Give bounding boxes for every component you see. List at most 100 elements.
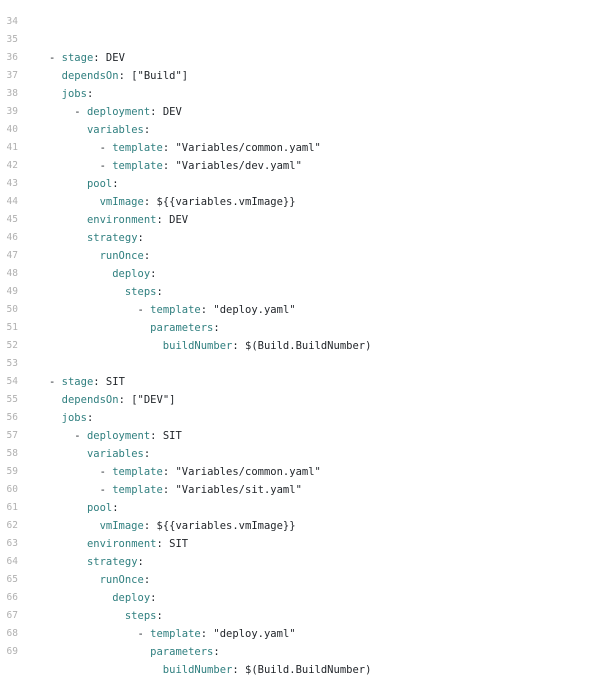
line-content: - template: "deploy.yaml" bbox=[49, 301, 296, 319]
line-content: parameters: bbox=[49, 319, 220, 337]
line-content: - stage: SIT bbox=[49, 373, 125, 391]
line-number: 50 bbox=[6, 304, 18, 315]
line-content: environment: DEV bbox=[49, 211, 188, 229]
line-number: 41 bbox=[6, 142, 18, 153]
line-content: deploy: bbox=[49, 589, 156, 607]
line-number: 45 bbox=[6, 214, 18, 225]
code-line: 54 dependsOn: ["DEV"] bbox=[0, 355, 605, 406]
key-separator: : bbox=[150, 106, 163, 118]
yaml-value: "Variables/common.yaml" bbox=[175, 466, 321, 478]
key-separator: : bbox=[143, 574, 151, 586]
line-content: strategy: bbox=[49, 229, 144, 247]
key-separator: : bbox=[86, 88, 94, 100]
yaml-key: buildNumber bbox=[162, 340, 233, 352]
yaml-value: "Variables/common.yaml" bbox=[175, 142, 321, 154]
line-content: steps: bbox=[49, 283, 163, 301]
code-line: 58 - template: "Variables/common.yaml" bbox=[0, 427, 605, 478]
line-number: 47 bbox=[6, 250, 18, 261]
line-content: variables: bbox=[49, 121, 150, 139]
yaml-key: steps bbox=[124, 286, 157, 298]
yaml-key: jobs bbox=[61, 412, 87, 424]
key-separator: : bbox=[162, 484, 176, 496]
key-separator: : bbox=[162, 160, 176, 172]
yaml-value: $(Build.BuildNumber) bbox=[245, 340, 372, 352]
key-separator: : bbox=[143, 448, 151, 460]
yaml-value: ${{variables.vmImage}} bbox=[156, 196, 296, 208]
yaml-key: parameters bbox=[150, 322, 214, 334]
code-line: 64 runOnce: bbox=[0, 535, 605, 586]
key-separator: : bbox=[162, 142, 176, 154]
code-line: 59 - template: "Variables/sit.yaml" bbox=[0, 445, 605, 496]
yaml-key: pool bbox=[86, 178, 113, 190]
key-separator: : bbox=[213, 646, 220, 658]
code-line: 69 buildNumber: $(Build.BuildNumber) bbox=[0, 625, 605, 676]
line-number: 66 bbox=[6, 592, 18, 603]
line-content: strategy: bbox=[49, 553, 144, 571]
key-separator: : bbox=[156, 538, 170, 550]
key-separator: : bbox=[112, 502, 119, 514]
line-content: dependsOn: ["DEV"] bbox=[49, 391, 176, 409]
yaml-value: SIT bbox=[162, 430, 182, 442]
list-dash: - bbox=[137, 304, 151, 316]
key-separator: : bbox=[162, 466, 176, 478]
key-separator: : bbox=[200, 304, 214, 316]
code-line: 65 deploy: bbox=[0, 553, 605, 604]
line-content: - deployment: DEV bbox=[49, 103, 182, 121]
yaml-value: SIT bbox=[169, 538, 189, 550]
line-number: 52 bbox=[6, 340, 18, 351]
line-number: 46 bbox=[6, 232, 18, 243]
key-separator: : bbox=[112, 178, 119, 190]
line-content: pool: bbox=[49, 175, 119, 193]
yaml-key: template bbox=[150, 628, 201, 640]
yaml-key: dependsOn bbox=[61, 70, 119, 82]
line-content: - template: "deploy.yaml" bbox=[49, 625, 296, 643]
key-separator: : bbox=[143, 250, 151, 262]
key-separator: : bbox=[86, 412, 94, 424]
code-line: 68 parameters: bbox=[0, 607, 605, 658]
yaml-key: variables bbox=[86, 448, 144, 460]
line-number: 69 bbox=[6, 646, 18, 657]
line-number: 65 bbox=[6, 574, 18, 585]
code-viewer: 34 35 - stage: DEV 36 dependsOn: ["Build… bbox=[0, 0, 605, 676]
list-dash: - bbox=[99, 142, 113, 154]
code-line: 34 bbox=[0, 0, 605, 27]
code-line: 39 variables: bbox=[0, 85, 605, 136]
line-number: 48 bbox=[6, 268, 18, 279]
list-dash: - bbox=[99, 466, 113, 478]
yaml-key: runOnce bbox=[99, 250, 144, 262]
code-line: 62 environment: SIT bbox=[0, 499, 605, 550]
code-line: 46 runOnce: bbox=[0, 211, 605, 262]
yaml-value: ${{variables.vmImage}} bbox=[156, 520, 296, 532]
yaml-key: runOnce bbox=[99, 574, 144, 586]
line-number: 60 bbox=[6, 484, 18, 495]
key-separator: : bbox=[150, 268, 157, 280]
code-line: 40 - template: "Variables/common.yaml" bbox=[0, 103, 605, 154]
line-number: 36 bbox=[6, 52, 18, 63]
yaml-key: environment bbox=[86, 538, 157, 550]
line-number: 37 bbox=[6, 70, 18, 81]
code-line: 60 pool: bbox=[0, 463, 605, 514]
line-number: 64 bbox=[6, 556, 18, 567]
line-content: buildNumber: $(Build.BuildNumber) bbox=[49, 337, 372, 355]
yaml-key: deployment bbox=[86, 106, 151, 118]
line-number: 58 bbox=[6, 448, 18, 459]
line-indent bbox=[49, 646, 150, 658]
yaml-key: strategy bbox=[86, 556, 138, 568]
line-number: 62 bbox=[6, 520, 18, 531]
list-dash: - bbox=[49, 376, 62, 388]
yaml-key: template bbox=[112, 484, 163, 496]
yaml-value: "Variables/sit.yaml" bbox=[175, 484, 302, 496]
yaml-value: DEV bbox=[105, 52, 125, 64]
yaml-key: buildNumber bbox=[162, 664, 233, 676]
line-number: 57 bbox=[6, 430, 18, 441]
key-separator: : bbox=[118, 394, 132, 406]
list-dash: - bbox=[99, 484, 113, 496]
line-content: variables: bbox=[49, 445, 150, 463]
yaml-key: steps bbox=[124, 610, 157, 622]
line-number: 51 bbox=[6, 322, 18, 333]
code-line: 61 vmImage: ${{variables.vmImage}} bbox=[0, 481, 605, 532]
yaml-key: dependsOn bbox=[61, 394, 119, 406]
line-number: 68 bbox=[6, 628, 18, 639]
yaml-key: jobs bbox=[61, 88, 87, 100]
yaml-value: ["DEV"] bbox=[131, 394, 176, 406]
